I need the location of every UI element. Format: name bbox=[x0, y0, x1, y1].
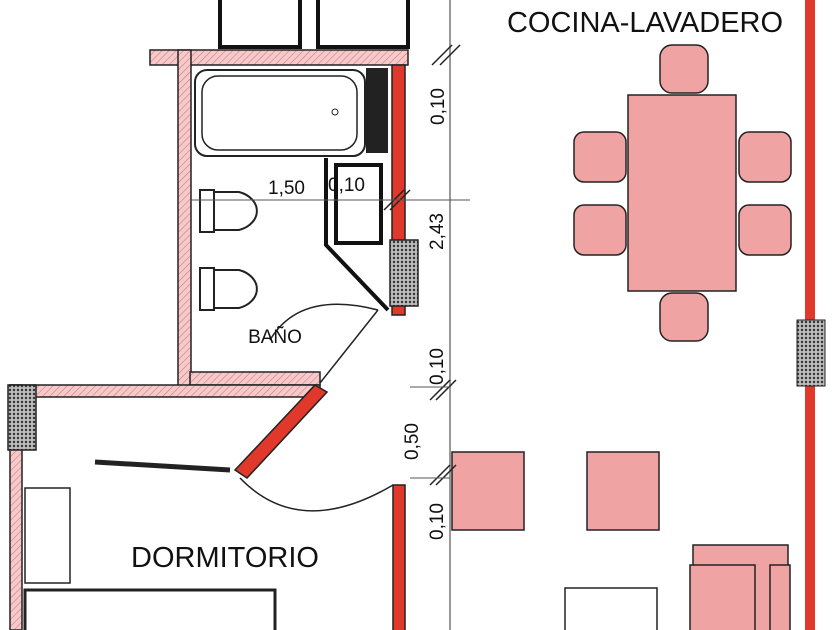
dimension-bath-wall: 0,10 bbox=[328, 175, 365, 196]
bedroom-walls bbox=[7, 384, 406, 630]
dimension-bath-height: 2,43 bbox=[427, 213, 448, 250]
dimension-mid-b: 0,50 bbox=[402, 423, 423, 460]
washbasin bbox=[324, 158, 390, 312]
bedroom-furniture bbox=[23, 459, 277, 630]
room-label-bedroom: DORMITORIO bbox=[131, 542, 319, 574]
bathtub bbox=[194, 68, 388, 157]
dimension-bath-width: 1,50 bbox=[268, 178, 305, 199]
dimension-mid-c: 0,10 bbox=[427, 503, 448, 540]
top-cabinets bbox=[218, 0, 410, 49]
bedroom-door[interactable] bbox=[239, 477, 394, 512]
dimension-top-right: 0,10 bbox=[428, 88, 449, 125]
bathroom-door[interactable] bbox=[269, 303, 379, 384]
dining-table bbox=[573, 44, 792, 342]
dimension-ticks bbox=[190, 44, 470, 486]
armchairs bbox=[451, 451, 791, 630]
bathroom-walls bbox=[149, 49, 419, 391]
room-label-bathroom: BAÑO bbox=[248, 326, 302, 348]
room-label-kitchen: COCINA-LAVADERO bbox=[507, 7, 783, 39]
column bbox=[796, 319, 826, 387]
coffee-table bbox=[564, 587, 658, 630]
dimension-mid-a: 0,10 bbox=[427, 348, 448, 385]
exterior-wall bbox=[805, 0, 815, 630]
toilet bbox=[199, 189, 258, 311]
